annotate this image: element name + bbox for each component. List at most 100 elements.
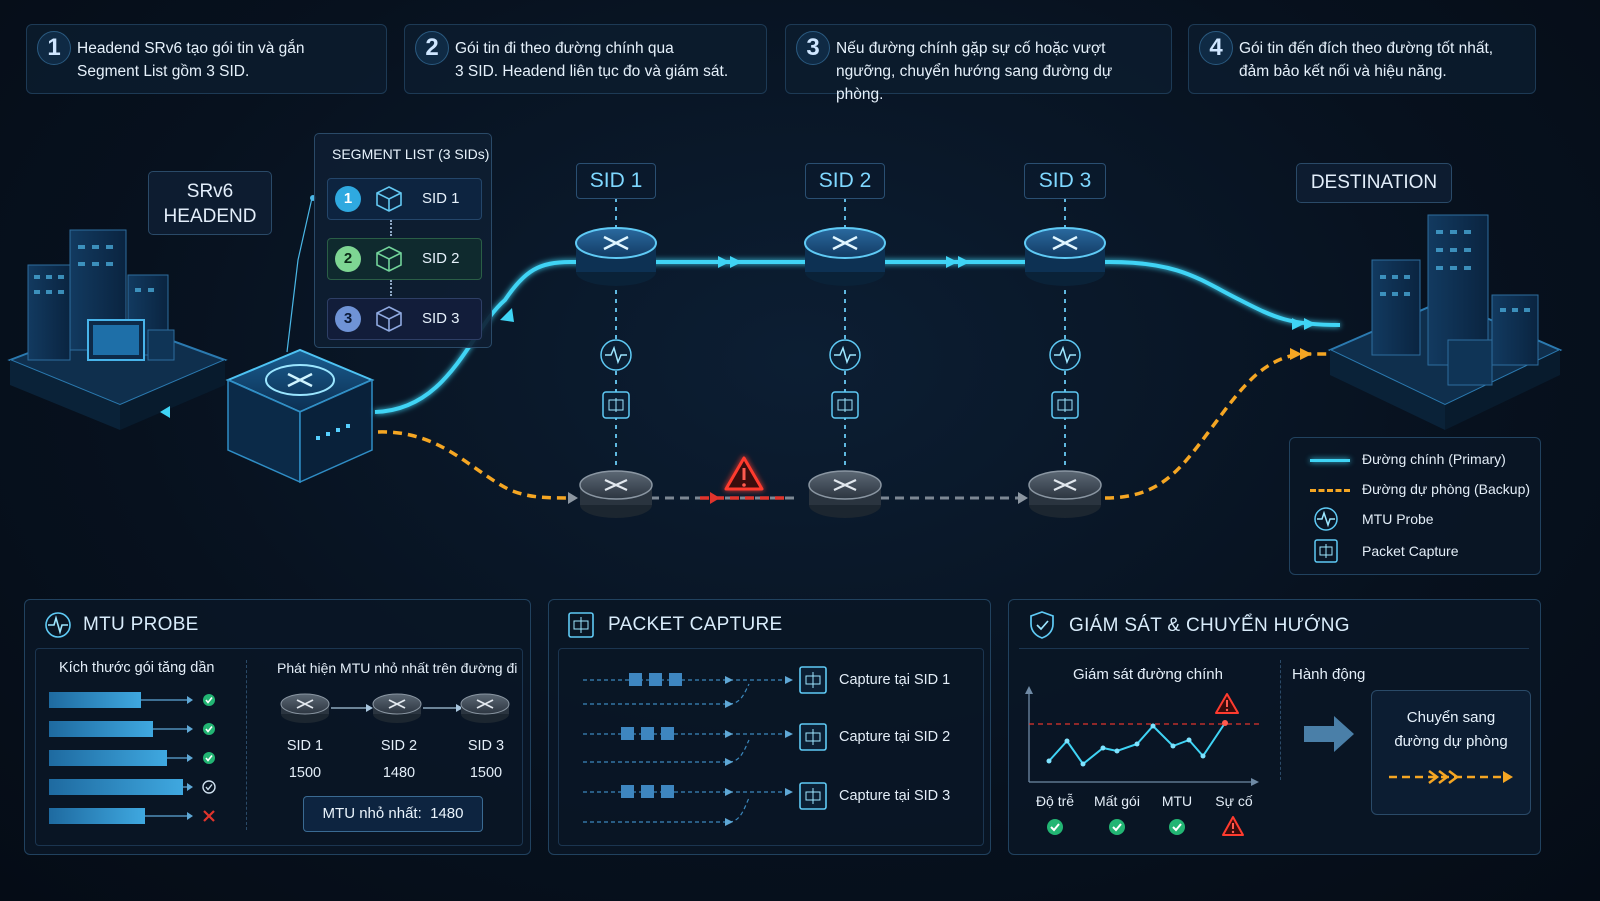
step-1-line1: Headend SRv6 tạo gói tin và gắn [77, 40, 305, 57]
headend-label-line2: HEADEND [163, 206, 257, 227]
mtu-probe-icon-sid1 [600, 339, 632, 371]
chart-points [1046, 723, 1206, 767]
step-3-line1: Nếu đường chính gặp sự cố hoặc vượt [836, 40, 1106, 57]
mtu-left-heading: Kích thước gói tăng dần [59, 660, 215, 676]
sid1-router-icon [575, 227, 657, 286]
sid3-router-icon [1024, 227, 1106, 286]
mtu-probe-icon-sid2 [829, 339, 861, 371]
action-box: Chuyển sang đường dự phòng [1371, 690, 1531, 815]
action-line1: Chuyển sang [1406, 709, 1496, 726]
sid3-label: SID 3 [1024, 163, 1106, 199]
legend-capture-label: Packet Capture [1362, 543, 1459, 559]
backup-path-orange-2 [1104, 352, 1340, 500]
mtu-hop-router-icon [280, 693, 330, 723]
packet-capture-icon-sid1 [602, 391, 630, 419]
mtu-hop-3-value: 1500 [469, 765, 503, 781]
packet-capture-icon-sid2 [831, 391, 859, 419]
sid2-router-icon [804, 227, 886, 286]
primary-path [374, 260, 1341, 414]
shield-icon [1030, 611, 1054, 639]
backup-arrow-icon [568, 492, 578, 504]
monitor-title: GIÁM SÁT & CHUYỂN HƯỚNG [1069, 615, 1350, 636]
mtu-hop-router-icon [460, 693, 510, 723]
step-1-line2: Segment List gồm 3 SID. [77, 63, 250, 80]
packet-capture-header-icon [568, 612, 594, 638]
backup-path-orange [377, 430, 576, 500]
destination-label: DESTINATION [1296, 163, 1452, 203]
step-1-number: 1 [37, 31, 71, 65]
legend-primary-label: Đường chính (Primary) [1362, 451, 1506, 467]
backup-router-2-icon [808, 470, 882, 518]
mtu-probe-title: MTU PROBE [83, 614, 199, 635]
backup-arrow-icon-2 [1018, 492, 1028, 504]
packet-flow-lines [583, 673, 793, 826]
segment-item-number: 2 [335, 246, 361, 272]
segment-item-number: 1 [335, 186, 361, 212]
chart-warning-icon [1215, 693, 1239, 714]
packet-capture-icon-sid3 [1051, 391, 1079, 419]
step-4-number: 4 [1199, 31, 1233, 65]
backup-router-1-icon [579, 470, 653, 518]
backup-reroute-arrow-icon [1389, 770, 1513, 784]
segment-item-label: SID 3 [422, 310, 460, 327]
fault-warning-icon [724, 456, 764, 491]
mtu-result-label: MTU nhỏ nhất: [322, 805, 422, 822]
mtu-hop-2-label: SID 2 [380, 738, 418, 754]
mtu-bar-2 [49, 721, 215, 737]
legend-primary-swatch [1310, 459, 1350, 462]
segment-item-sid2: 2 SID 2 [327, 238, 482, 280]
cube-icon [376, 186, 402, 212]
destination-buildings-icon [1327, 214, 1563, 430]
capture-item-2: Capture tại SID 2 [839, 729, 951, 745]
monitor-action-title: Hành động [1292, 666, 1366, 683]
capture-item-1: Capture tại SID 1 [839, 672, 951, 688]
mtu-bar-1 [49, 692, 215, 708]
metric-loss-label: Mất gói [1094, 793, 1140, 809]
segment-item-label: SID 2 [422, 250, 460, 267]
segment-item-number: 3 [335, 306, 361, 332]
mtu-probe-inner [35, 648, 523, 846]
metric-status-icons [1047, 816, 1244, 836]
mtu-hop-2-value: 1480 [382, 765, 416, 781]
fault-arrow-icon [710, 492, 720, 504]
monitor-divider [1280, 660, 1281, 780]
capture-icon-3 [799, 782, 827, 810]
mtu-hop-3-label: SID 3 [467, 738, 505, 754]
capture-icon-2 [799, 723, 827, 751]
mtu-bar-5 [49, 808, 215, 824]
check-icon [1169, 819, 1185, 835]
headend-router-icon [225, 348, 375, 484]
metric-mtu-label: MTU [1161, 793, 1193, 809]
capture-item-3: Capture tại SID 3 [839, 788, 951, 804]
step-4-line1: Gói tin đến đích theo đường tốt nhất, [1239, 40, 1494, 57]
mtu-probe-header-icon [45, 612, 71, 638]
monitor-line-chart [1025, 686, 1259, 786]
metric-latency-label: Độ trễ [1035, 793, 1075, 809]
legend-backup-swatch [1310, 489, 1350, 492]
packet-capture-title: PACKET CAPTURE [608, 614, 783, 635]
monitor-panel: GIÁM SÁT & CHUYỂN HƯỚNG Giám sát đường c… [1008, 599, 1541, 855]
capture-icon-1 [799, 666, 827, 694]
segment-list-title: SEGMENT LIST (3 SIDs) [332, 146, 490, 162]
mtu-bar-3 [49, 750, 215, 766]
packet-capture-inner [558, 648, 984, 846]
step-4-line2: đảm bảo kết nối và hiệu năng. [1239, 63, 1447, 80]
backup-direction-arrows [1290, 348, 1312, 360]
mtu-right-heading: Phát hiện MTU nhỏ nhất trên đường đi [277, 660, 518, 676]
headend-label-line1: SRv6 [186, 181, 234, 202]
check-icon [1109, 819, 1125, 835]
step-4-text: Gói tin đến đích theo đường tốt nhất, đảm… [1239, 37, 1525, 83]
segment-list-connector [390, 220, 392, 236]
legend-backup-label: Đường dự phòng (Backup) [1362, 481, 1531, 497]
legend-mtu-probe-icon [1314, 507, 1338, 531]
mtu-divider [246, 660, 247, 830]
mtu-hop-1-value: 1500 [288, 765, 322, 781]
step-2-line2: 3 SID. Headend liên tục đo và giám sát. [455, 63, 729, 80]
mtu-probe-panel: MTU PROBE Kích thước gói tăng dần Phát h… [24, 599, 531, 855]
chart-alert-point [1222, 720, 1228, 726]
mtu-result-value: 1480 [430, 805, 464, 822]
legend-panel: Đường chính (Primary) Đường dự phòng (Ba… [1289, 437, 1541, 575]
